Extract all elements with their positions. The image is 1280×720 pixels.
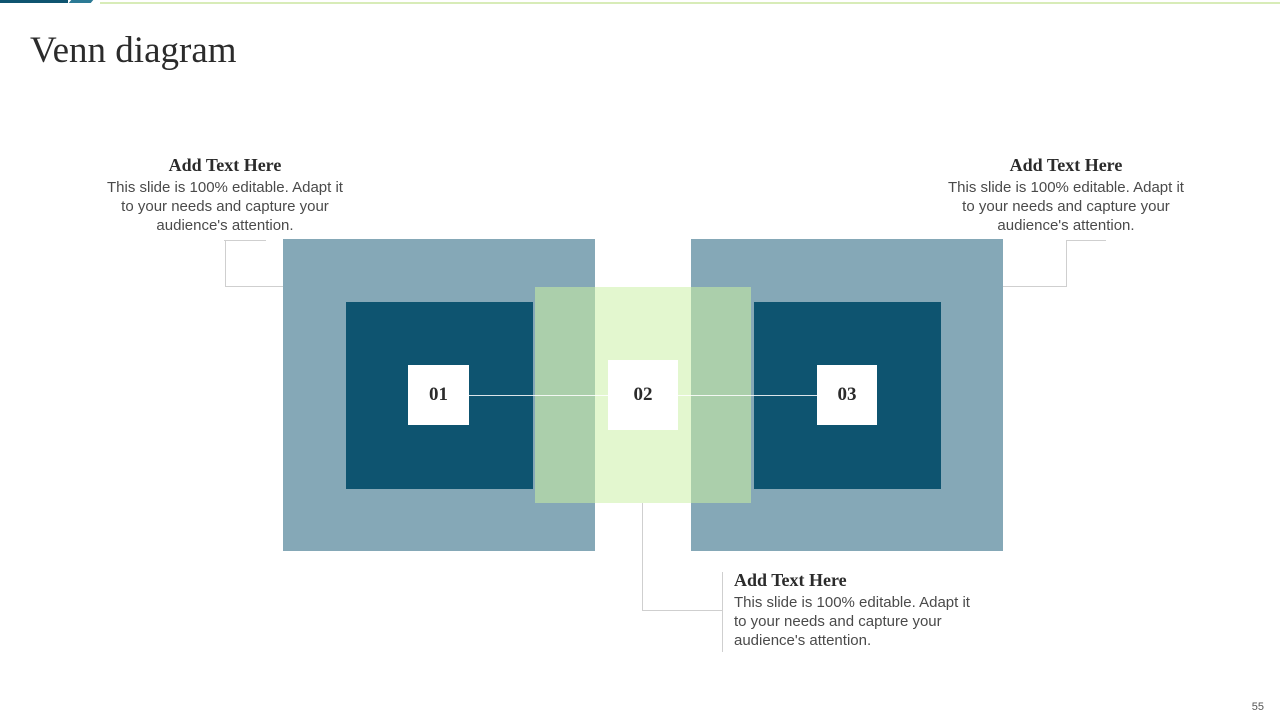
connector-line-02-03 [678,395,817,396]
number-box-03: 03 [817,365,877,425]
number-box-01: 01 [408,365,469,425]
leader-line-center-horizontal [642,610,722,611]
top-accent-slash [68,0,94,3]
leader-line-left-bottom [225,286,283,287]
top-divider-line [100,2,1280,4]
leader-line-right-top [1066,240,1106,241]
leader-line-right-vertical [1066,240,1067,287]
callout-bottom: Add Text Here This slide is 100% editabl… [734,569,984,650]
leader-line-right-bottom [1003,286,1067,287]
number-box-02: 02 [608,360,678,430]
callout-heading: Add Text Here [734,570,847,590]
top-accent-bar [0,0,68,3]
slide-title: Venn diagram [30,30,237,71]
callout-body: This slide is 100% editable. Adapt it to… [948,179,1184,234]
leader-line-left-vertical [225,240,226,287]
leader-line-center-vertical [642,503,643,611]
connector-line-01-02 [469,395,608,396]
leader-line-left-top [224,240,266,241]
callout-body: This slide is 100% editable. Adapt it to… [107,179,343,234]
page-number: 55 [1251,701,1264,713]
callout-right: Add Text Here This slide is 100% editabl… [941,154,1191,235]
callout-heading: Add Text Here [168,155,282,175]
leader-line-center-bar [722,572,723,652]
callout-left: Add Text Here This slide is 100% editabl… [100,154,350,235]
callout-body: This slide is 100% editable. Adapt it to… [734,594,970,649]
callout-heading: Add Text Here [1009,155,1123,175]
